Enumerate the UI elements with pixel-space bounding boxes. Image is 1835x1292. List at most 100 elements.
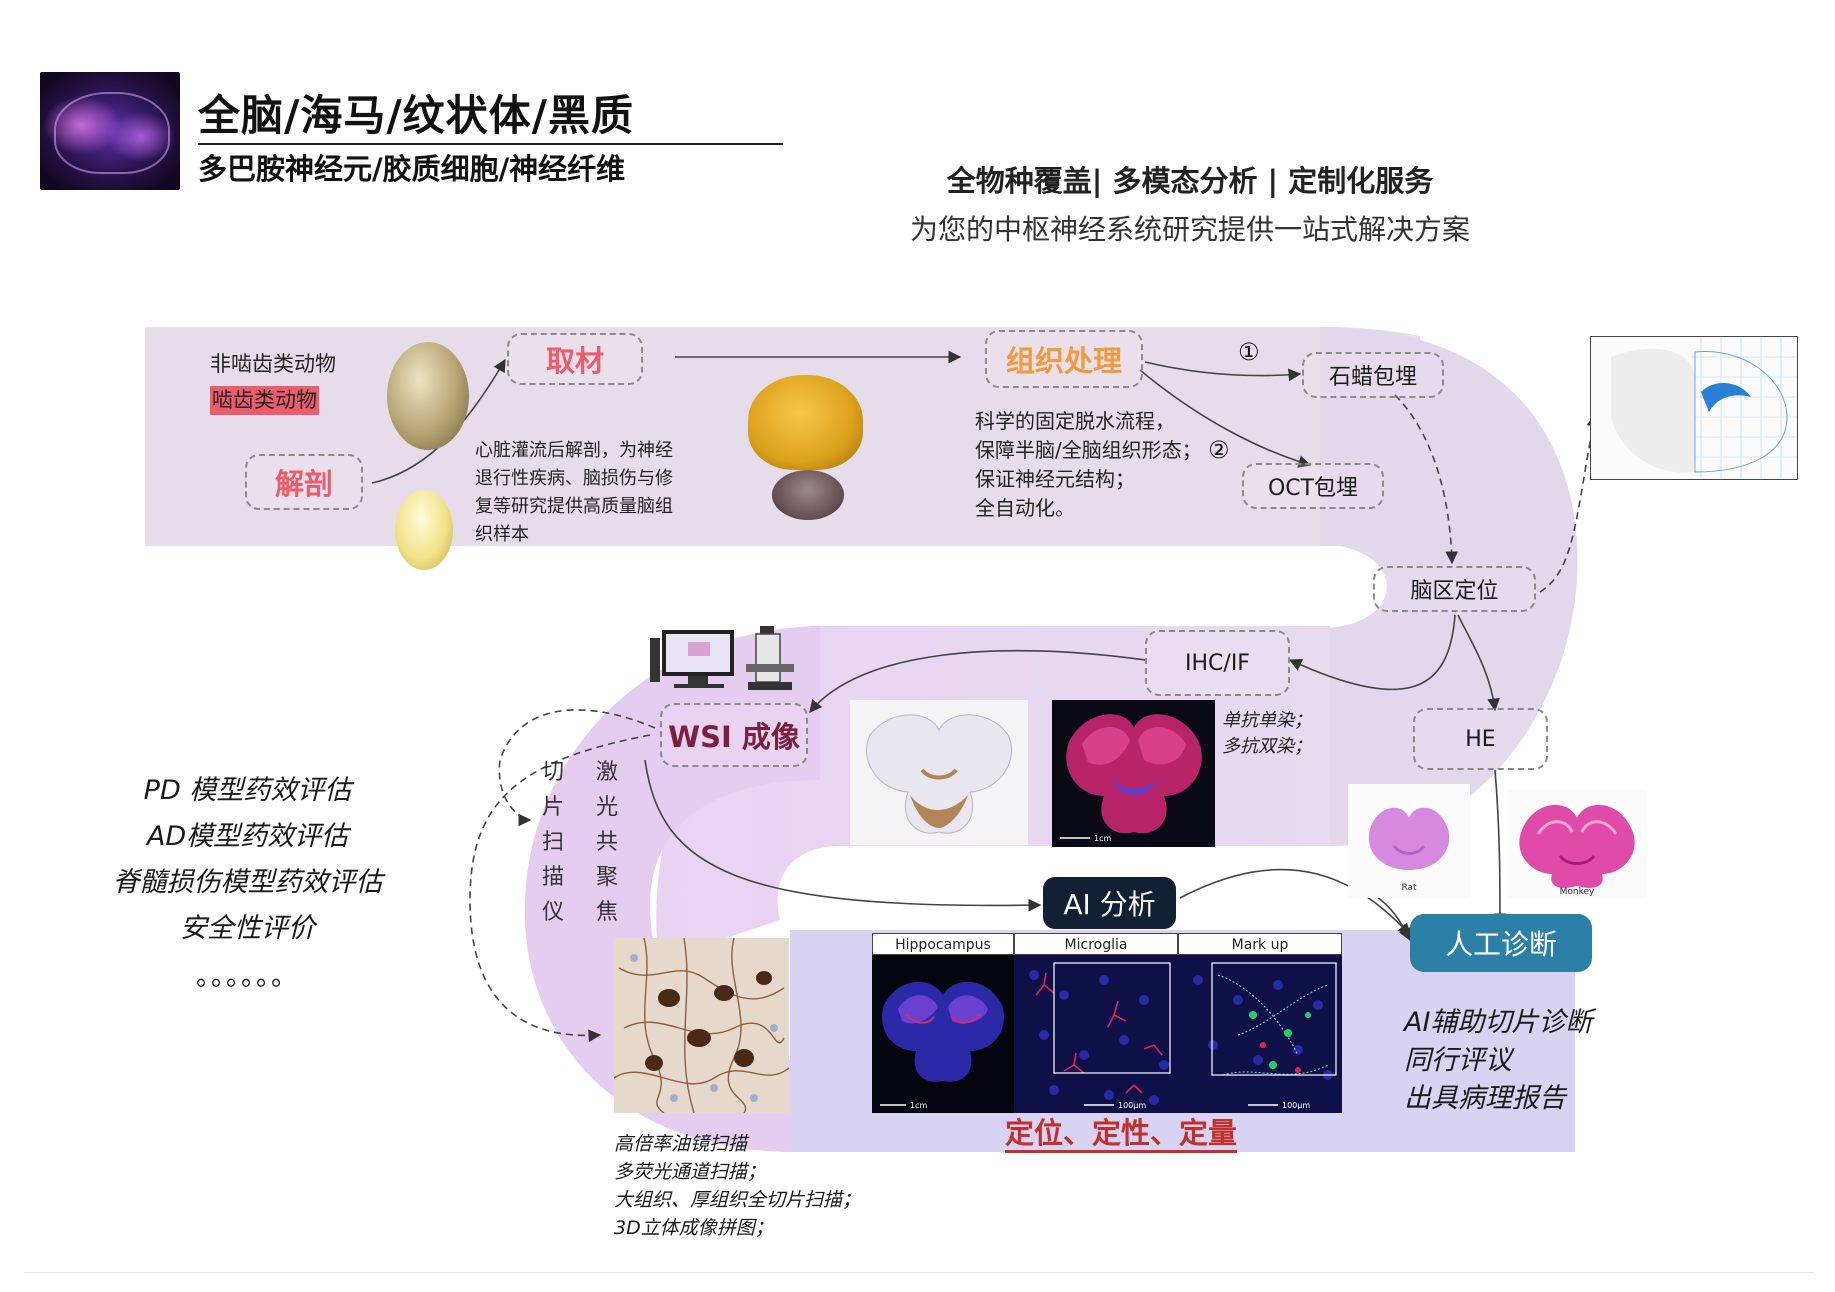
panel-header-hippocampus: Hippocampus xyxy=(872,933,1014,955)
he-monkey-image: Monkey xyxy=(1508,790,1646,898)
hippocampus-scale-label: 1cm xyxy=(910,1101,927,1110)
application-item: 脊髓损伤模型药效评估 xyxy=(112,867,383,898)
panel-header-markup: Mark up xyxy=(1178,933,1342,955)
slide-scanner-char: 描 xyxy=(541,865,564,890)
wsi-imaging-label: WSI 成像 xyxy=(668,720,800,754)
he-species-rat: Rat xyxy=(1401,883,1417,893)
tissue-processing-step: 组织处理 xyxy=(985,330,1143,388)
he-label: HE xyxy=(1465,726,1496,752)
quantification-label: 定位、定性、定量 xyxy=(1005,1116,1238,1153)
scan-desc-line: 多荧光通道扫描； xyxy=(614,1161,767,1183)
species-rodent: 啮齿类动物 xyxy=(210,386,319,415)
slide-scanner-char: 切 xyxy=(541,760,564,785)
band-right-curve xyxy=(1320,327,1578,846)
arrow-wsi-confocal-loop xyxy=(469,734,651,1043)
non-rodent-brain-photo xyxy=(387,342,469,450)
confocal-char: 光 xyxy=(595,795,618,820)
staining-description: 单抗单染； 多抗双染； xyxy=(1222,708,1312,760)
scan-desc-line: 3D立体成像拼图； xyxy=(614,1217,774,1239)
page-subtitle: 多巴胺神经元/胶质细胞/神经纤维 xyxy=(198,152,626,186)
arrow-paraffin-to-region xyxy=(1394,394,1459,565)
sampling-desc-line: 复等研究提供高质量脑组 xyxy=(475,496,673,517)
scan-description: 高倍率油镜扫描 多荧光通道扫描； 大组织、厚组织全切片扫描； 3D立体成像拼图； xyxy=(614,1130,861,1242)
he-species-monkey: Monkey xyxy=(1560,887,1595,897)
sampling-desc-line: 退行性疾病、脑损伤与修 xyxy=(475,468,673,489)
confocal-char: 焦 xyxy=(595,900,618,925)
tissue-processing-label: 组织处理 xyxy=(1005,344,1122,378)
markup-scale-label: 100μm xyxy=(1282,1101,1310,1110)
sampling-step: 取材 xyxy=(507,333,643,385)
arrow-region-to-ihc xyxy=(1288,614,1456,691)
diagnosis-output-item: 同行评议 xyxy=(1404,1045,1512,1076)
microglia-scale-label: 100μm xyxy=(1118,1101,1146,1110)
scan-desc-line: 高倍率油镜扫描 xyxy=(614,1133,748,1155)
processing-desc-line: 保证神经元结构； xyxy=(975,467,1135,491)
gap-top xyxy=(1010,550,1355,626)
arrow-ihc-to-wsi xyxy=(809,649,1146,713)
dissection-step: 解剖 xyxy=(245,454,363,510)
diagnosis-outputs: AI辅助切片诊断 同行评议 出具病理报告 xyxy=(1404,1004,1592,1118)
fixed-brain-photo xyxy=(748,375,863,470)
microglia-fluorescence-image: 100μm xyxy=(1014,955,1178,1113)
application-ellipsis: 。。。。。。 xyxy=(195,962,299,992)
brain-region-step: 脑区定位 xyxy=(1373,566,1536,612)
ihc-if-step: IHC/IF xyxy=(1145,630,1290,696)
confocal-char: 聚 xyxy=(595,865,618,890)
arrow-region-to-atlas xyxy=(1539,413,1600,593)
dissection-label: 解剖 xyxy=(274,467,333,501)
sampling-label: 取材 xyxy=(545,344,604,378)
staining-desc-line: 单抗单染； xyxy=(1222,710,1312,731)
paraffin-label: 石蜡包埋 xyxy=(1328,365,1417,390)
arrow-wsi-to-ai xyxy=(644,759,1042,912)
workstation-image xyxy=(648,620,808,694)
header-brain-thumbnail xyxy=(40,72,180,190)
hippocampus-fluorescence-image: 1cm xyxy=(872,955,1014,1113)
dopamine-neuron-micrograph xyxy=(614,938,789,1113)
wsi-imaging-step: WSI 成像 xyxy=(660,703,808,767)
oct-step: OCT包埋 xyxy=(1242,463,1384,509)
he-rat-image: Rat xyxy=(1348,784,1470,898)
ai-analysis-step: AI 分析 xyxy=(1043,877,1176,929)
confocal-label: 激 光 共 聚 焦 xyxy=(594,755,620,930)
slide-scanner-char: 片 xyxy=(541,795,564,820)
application-item: PD 模型药效评估 xyxy=(143,775,352,806)
species-non-rodent: 非啮齿类动物 xyxy=(210,352,336,376)
slide-scanner-label: 切 片 扫 描 仪 xyxy=(540,755,566,930)
title-divider xyxy=(198,143,783,145)
application-item: AD模型药效评估 xyxy=(146,821,349,852)
scan-desc-line: 大组织、厚组织全切片扫描； xyxy=(614,1189,862,1211)
ihc-if-label: IHC/IF xyxy=(1185,650,1250,676)
confocal-char: 共 xyxy=(595,830,618,855)
tagline: 全物种覆盖| 多模态分析 | 定制化服务 xyxy=(946,164,1434,198)
rodent-brain-photo xyxy=(395,490,453,570)
rodent-section-photo xyxy=(772,470,844,520)
diagnosis-output-item: 出具病理报告 xyxy=(1404,1083,1566,1114)
slide-scanner-char: 仪 xyxy=(541,900,564,925)
if-scale-label: 1cm xyxy=(1094,834,1111,843)
processing-desc-line: 科学的固定脱水流程， xyxy=(975,409,1175,433)
brain-region-label: 脑区定位 xyxy=(1410,579,1499,604)
brain-atlas-image xyxy=(1590,336,1798,480)
arrow-process-to-paraffin xyxy=(1144,361,1302,382)
ihc-section-image xyxy=(850,700,1028,845)
paraffin-step: 石蜡包埋 xyxy=(1302,352,1444,398)
sampling-description: 心脏灌流后解剖，为神经 退行性疾病、脑损伤与修 复等研究提供高质量脑组 织样本 xyxy=(475,437,673,549)
markup-fluorescence-image: 100μm xyxy=(1178,955,1342,1113)
arrow-he-to-manual xyxy=(1493,769,1507,927)
arrow-process-to-oct xyxy=(1139,369,1312,468)
applications-list: PD 模型药效评估 AD模型药效评估 脊髓损伤模型药效评估 安全性评价 。。。。… xyxy=(110,768,385,1002)
route-2-marker: ② xyxy=(1208,436,1230,464)
slide-scanner-char: 扫 xyxy=(541,830,564,855)
manual-diagnosis-label: 人工诊断 xyxy=(1444,928,1557,961)
arrow-wsi-scanner-loop xyxy=(498,709,656,827)
gap-middle xyxy=(840,846,1400,906)
manual-diagnosis-step: 人工诊断 xyxy=(1410,914,1592,972)
page-title: 全脑/海马/纹状体/黑质 xyxy=(198,91,635,140)
diagnosis-output-item: AI辅助切片诊断 xyxy=(1404,1007,1593,1038)
application-item: 安全性评价 xyxy=(180,913,315,944)
band-left-curve xyxy=(524,626,820,1152)
arrow-region-to-he xyxy=(1457,614,1500,712)
oct-label: OCT包埋 xyxy=(1267,476,1359,501)
tagline-sub: 为您的中枢神经系统研究提供一站式解决方案 xyxy=(909,213,1470,246)
